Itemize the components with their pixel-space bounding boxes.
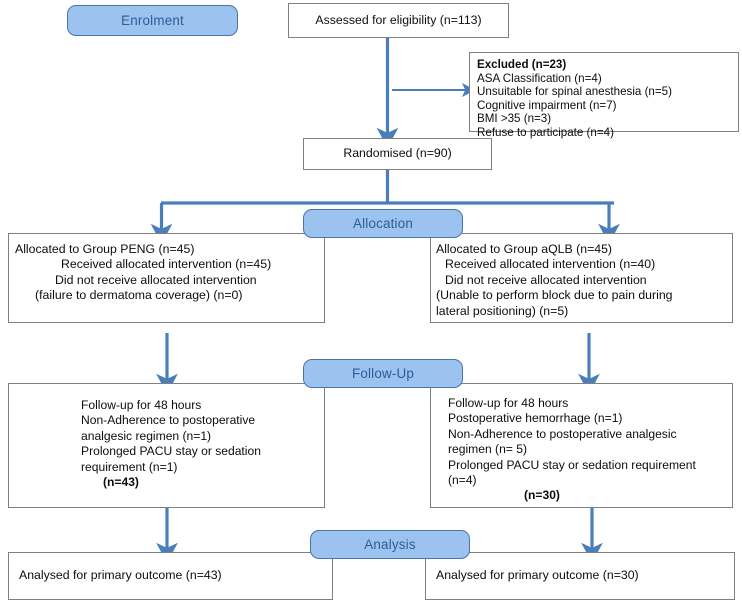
excluded-reason: Cognitive impairment (n=7)	[477, 98, 617, 112]
alloc-right-line3: Did not receive allocated intervention	[445, 272, 647, 287]
excluded-reason: Unsuitable for spinal anesthesia (n=5)	[477, 85, 672, 99]
stage-label-enrolment: Enrolment	[67, 5, 238, 36]
excluded-reason: ASA Classification (n=4)	[477, 71, 602, 85]
alloc-right-line4: (Unable to perform block due to pain dur…	[436, 288, 673, 303]
stage-label-analysis-text: Analysis	[364, 537, 416, 552]
alloc-right-line5: lateral positioning) (n=5)	[436, 303, 569, 318]
excluded-reason: Refuse to participate (n=4)	[477, 125, 614, 139]
box-analysis-left: Analysed for primary outcome (n=43)	[8, 552, 333, 600]
stage-label-followup: Follow-Up	[303, 359, 463, 388]
box-followup-right: Follow-up for 48 hours Postoperative hem…	[430, 383, 733, 508]
followup-right-line2: Postoperative hemorrhage (n=1)	[448, 411, 623, 426]
box-followup-left: Follow-up for 48 hours Non-Adherence to …	[8, 383, 325, 508]
alloc-right-line2: Received allocated intervention (n=40)	[445, 257, 656, 272]
followup-right-line1: Follow-up for 48 hours	[448, 396, 569, 410]
stage-label-enrolment-text: Enrolment	[121, 13, 184, 28]
excluded-heading: Excluded (n=23)	[477, 58, 567, 71]
analysis-right-text: Analysed for primary outcome (n=30)	[436, 568, 639, 583]
stage-label-allocation-text: Allocation	[352, 216, 414, 231]
alloc-left-line3: Did not receive allocated intervention	[55, 272, 257, 287]
box-analysis-right: Analysed for primary outcome (n=30)	[425, 552, 735, 600]
followup-left-line1: Follow-up for 48 hours	[81, 398, 202, 412]
analysis-left-text: Analysed for primary outcome (n=43)	[19, 568, 222, 583]
randomised-text: Randomised (n=90)	[343, 146, 452, 161]
followup-right-line4: regimen (n= 5)	[448, 442, 527, 457]
stage-label-followup-text: Follow-Up	[351, 366, 415, 381]
followup-left-line2: Non-Adherence to postoperative	[81, 413, 256, 428]
alloc-left-line4: (failure to dermatoma coverage) (n=0)	[35, 288, 243, 303]
alloc-right-line1: Allocated to Group aQLB (n=45)	[436, 242, 613, 256]
stage-label-analysis: Analysis	[310, 530, 470, 559]
alloc-left-line2: Received allocated intervention (n=45)	[61, 257, 272, 272]
followup-left-line4: Prolonged PACU stay or sedation	[81, 444, 261, 459]
followup-left-line5: requirement (n=1)	[81, 459, 178, 474]
assessed-text: Assessed for eligibility (n=113)	[315, 12, 482, 27]
followup-left-total: (n=43)	[103, 475, 139, 490]
box-allocation-right: Allocated to Group aQLB (n=45) Received …	[430, 233, 733, 323]
box-assessed-for-eligibility: Assessed for eligibility (n=113)	[288, 3, 509, 38]
box-randomised: Randomised (n=90)	[303, 138, 492, 170]
followup-right-line6: (n=4)	[448, 473, 477, 488]
box-excluded: Excluded (n=23) ASA Classification (n=4)…	[469, 52, 739, 139]
box-allocation-left: Allocated to Group PENG (n=45) Received …	[8, 233, 325, 323]
followup-right-total: (n=30)	[524, 488, 560, 503]
excluded-reason: BMI >35 (n=3)	[477, 112, 552, 126]
followup-left-line3: analgesic regimen (n=1)	[81, 428, 212, 443]
followup-right-line3: Non-Adherence to postoperative analgesic	[448, 426, 677, 441]
stage-label-allocation: Allocation	[303, 209, 463, 238]
alloc-left-line1: Allocated to Group PENG (n=45)	[15, 242, 195, 256]
followup-right-line5: Prolonged PACU stay or sedation requirem…	[448, 457, 696, 472]
